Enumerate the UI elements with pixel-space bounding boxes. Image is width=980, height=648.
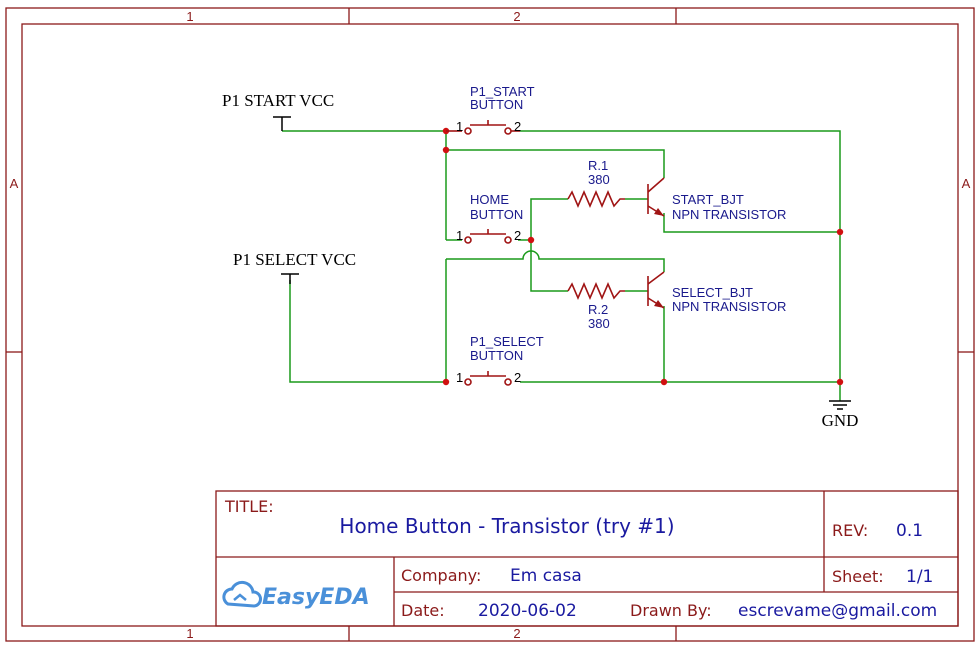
p1-start-designator: P1_START	[470, 84, 535, 99]
title-value: Home Button - Transistor (try #1)	[339, 514, 674, 538]
company-value: Em casa	[510, 566, 582, 586]
vcc-select-symbol[interactable]	[281, 273, 299, 284]
title-block	[215, 490, 959, 627]
sheet-value: 1/1	[906, 567, 933, 587]
junction-dot	[442, 146, 450, 154]
junction-dot	[836, 378, 844, 386]
r1-designator: R.1	[588, 158, 608, 173]
sheet-label: Sheet:	[832, 567, 884, 586]
p1-select-name: BUTTON	[470, 348, 523, 363]
net-label-gnd: GND	[822, 411, 859, 430]
q1-designator: START_BJT	[672, 192, 744, 207]
home-pin1: 1	[456, 228, 463, 243]
junction-dot	[442, 378, 450, 386]
q1-value: NPN TRANSISTOR	[672, 207, 786, 222]
home-button[interactable]	[464, 229, 512, 244]
company-label: Company:	[401, 566, 481, 585]
p1-select-button[interactable]	[464, 371, 512, 386]
resistor-r1[interactable]	[567, 189, 625, 209]
cloud-icon	[222, 580, 262, 608]
home-pin2: 2	[514, 228, 521, 243]
gnd-symbol[interactable]	[829, 400, 851, 410]
r2-value: 380	[588, 316, 610, 331]
home-name: BUTTON	[470, 207, 523, 222]
p1-select-designator: P1_SELECT	[470, 334, 544, 349]
junction-dot	[836, 228, 844, 236]
date-label: Date:	[401, 601, 445, 620]
title-label: TITLE:	[224, 497, 274, 516]
wire-q1-collector	[446, 149, 665, 178]
wire-select-vcc	[289, 280, 446, 383]
zone-label-bottom-1: 1	[186, 626, 193, 641]
p1-select-pin1: 1	[456, 370, 463, 385]
easyeda-logo: EasyEDA	[222, 580, 370, 610]
drawn-by-value: escrevame@gmail.com	[738, 601, 937, 621]
rev-value: 0.1	[896, 521, 923, 541]
date-value: 2020-06-02	[478, 601, 577, 621]
wires	[282, 130, 841, 401]
p1-start-name: BUTTON	[470, 97, 523, 112]
junctions	[442, 127, 844, 386]
wire-start-out	[520, 130, 841, 382]
wire-select-hop	[446, 250, 665, 272]
p1-start-pin1: 1	[456, 119, 463, 134]
zone-label-right-a: A	[962, 176, 971, 191]
zone-label-bottom-2: 2	[513, 626, 520, 641]
wire-r1-in	[530, 198, 568, 240]
vcc-start-symbol[interactable]	[273, 116, 291, 131]
zone-label-top-2: 2	[513, 9, 520, 24]
resistor-r2[interactable]	[567, 281, 625, 301]
net-label-start-vcc: P1 START VCC	[222, 91, 334, 110]
r2-designator: R.2	[588, 302, 608, 317]
wire-q1-emitter	[663, 213, 840, 233]
logo-text: EasyEDA	[262, 585, 370, 610]
rev-label: REV:	[832, 521, 868, 540]
zone-label-top-1: 1	[186, 9, 193, 24]
p1-start-pin2: 2	[514, 119, 521, 134]
p1-select-pin2: 2	[514, 370, 521, 385]
transistor-q1[interactable]	[647, 177, 665, 217]
p1-start-button[interactable]	[446, 120, 520, 135]
junction-dot	[660, 378, 668, 386]
net-label-select-vcc: P1 SELECT VCC	[233, 250, 356, 269]
drawn-by-label: Drawn By:	[630, 601, 712, 620]
home-designator: HOME	[470, 192, 509, 207]
q2-value: NPN TRANSISTOR	[672, 299, 786, 314]
q2-designator: SELECT_BJT	[672, 285, 753, 300]
junction-dot	[527, 236, 535, 244]
transistor-q2[interactable]	[647, 271, 665, 309]
wire-r2-in	[530, 240, 568, 292]
zone-label-left-a: A	[10, 176, 19, 191]
r1-value: 380	[588, 172, 610, 187]
